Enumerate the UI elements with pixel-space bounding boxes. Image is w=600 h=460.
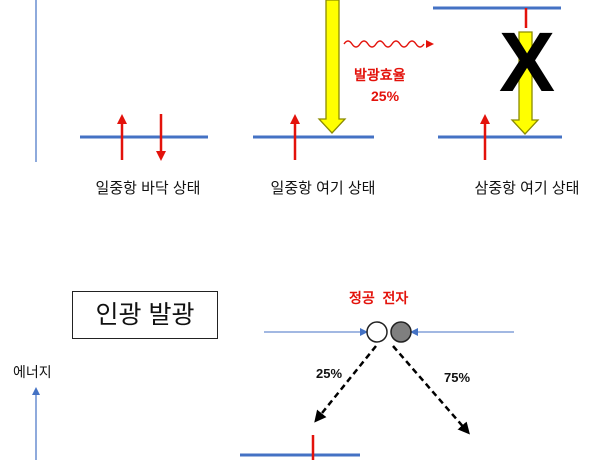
emission-arrow	[317, 0, 347, 134]
triplet-excited-label: 삼중항 여기 상태	[474, 180, 580, 197]
singlet-ground-state	[80, 114, 208, 161]
wavy-arrow-head	[426, 40, 434, 48]
triplet-branch-percent: 75%	[444, 370, 471, 385]
singlet-ground-label: 일중항 바닥 상태	[95, 180, 201, 197]
emission-efficiency-label: 발광효율	[354, 67, 406, 83]
energy-axis-label: 에너지	[13, 364, 52, 380]
singlet-branch-percent: 25%	[316, 366, 343, 381]
singlet-excited-label: 일중항 여기 상태	[270, 180, 376, 197]
injection-diagram	[264, 321, 514, 435]
hole-circle	[366, 321, 388, 343]
wavy-emission-arrow	[343, 40, 425, 48]
blocked-x-mark: X	[499, 15, 556, 109]
triplet-branch-arrow	[392, 345, 470, 435]
emission-efficiency-value: 25%	[371, 88, 400, 104]
triplet-excited-state	[433, 6, 562, 160]
hole-electron-label: 정공 전자	[349, 290, 409, 306]
singlet-excited-state	[253, 0, 374, 160]
electron-circle	[390, 321, 412, 343]
singlet-branch-arrow	[314, 345, 377, 423]
blocked-emission-arrow	[510, 31, 540, 135]
section-title-box: 인광 발광	[72, 291, 218, 339]
